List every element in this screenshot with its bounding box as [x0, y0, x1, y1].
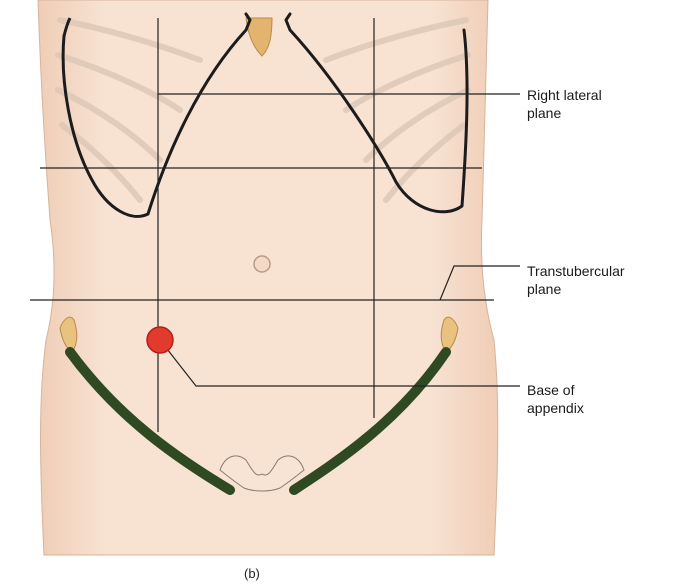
figure-caption: (b) [244, 566, 260, 581]
transtubercular-plane-label-line2: plane [527, 280, 625, 298]
base-of-appendix-label-line2: appendix [527, 399, 584, 417]
appendix-marker [147, 327, 173, 353]
base-of-appendix-label-line1: Base of [527, 382, 574, 398]
right-lateral-plane-label: Right lateral plane [527, 86, 602, 122]
torso-silhouette [38, 0, 498, 555]
transtubercular-plane-label: Transtubercular plane [527, 262, 625, 298]
base-of-appendix-label: Base of appendix [527, 381, 584, 417]
right-lateral-plane-label-line1: Right lateral [527, 87, 602, 103]
transtubercular-plane-label-line1: Transtubercular [527, 263, 625, 279]
right-lateral-plane-label-line2: plane [527, 104, 602, 122]
umbilicus [254, 256, 270, 272]
